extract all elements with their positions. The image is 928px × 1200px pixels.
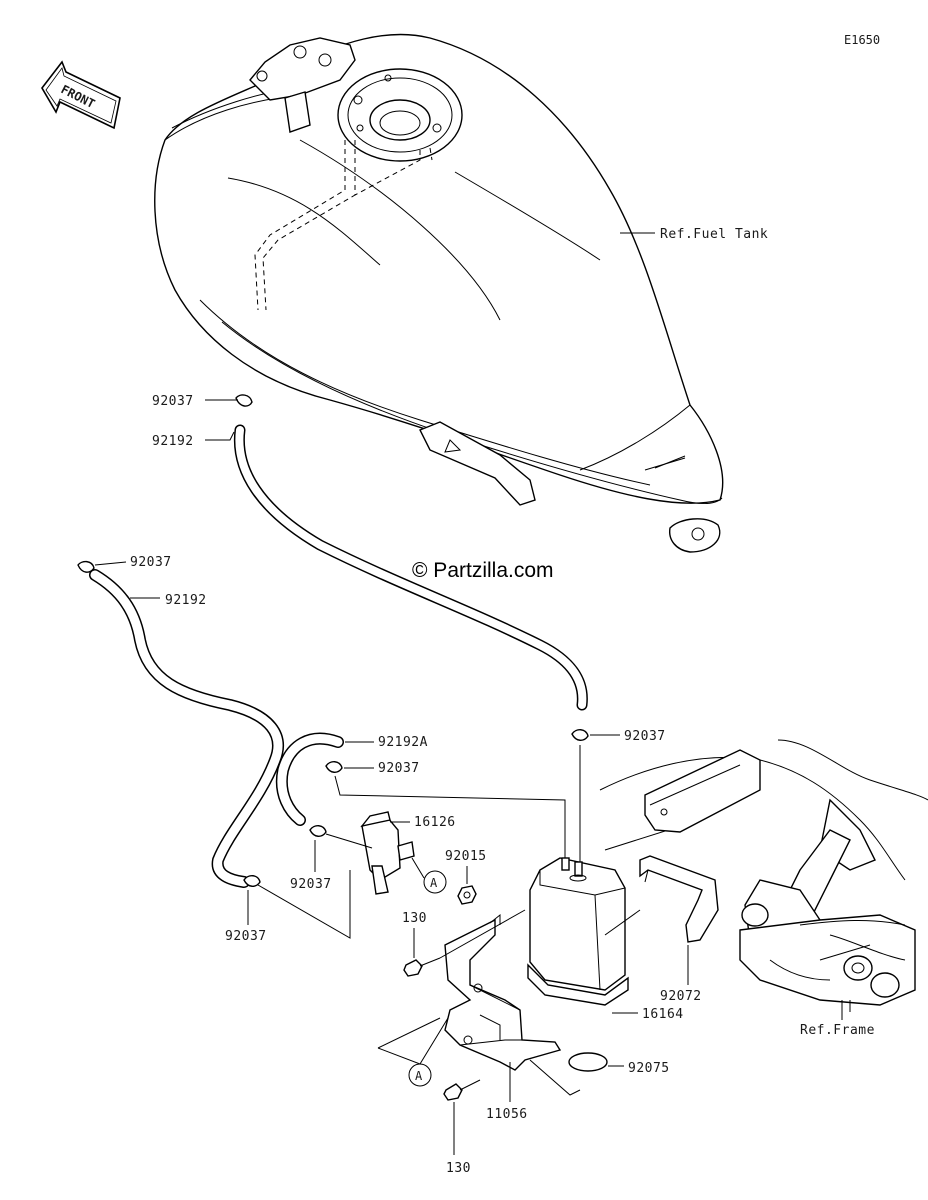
clamp-92037-left-top xyxy=(77,560,95,573)
part-label-92037-c: 92037 xyxy=(225,929,267,944)
part-label-92192-a: 92192 xyxy=(152,434,194,449)
part-label-92037-b: 92037 xyxy=(130,555,172,570)
clamp-92037-left-bottom xyxy=(243,875,261,887)
fuel-tank xyxy=(154,33,724,553)
callout-a-upper-label: A xyxy=(430,876,438,890)
band-92072 xyxy=(639,855,719,943)
part-label-92075: 92075 xyxy=(628,1061,670,1076)
bracket-11056 xyxy=(444,913,562,1071)
watermark: © Partzilla.com xyxy=(412,559,554,582)
clamp-92037-canister xyxy=(571,729,589,741)
callout-a-upper xyxy=(423,870,447,894)
clamp-92037-tank xyxy=(232,394,253,407)
ref-frame-label: Ref.Frame xyxy=(800,1023,875,1038)
part-label-92192-b: 92192 xyxy=(165,593,207,608)
frame xyxy=(599,739,928,1012)
part-label-92072: 92072 xyxy=(660,989,702,1004)
clamp-92037-mid xyxy=(325,761,343,773)
part-label-92037-d: 92037 xyxy=(378,761,420,776)
ref-fuel-tank-label: Ref.Fuel Tank xyxy=(660,227,768,242)
part-label-92037-a: 92037 xyxy=(152,394,194,409)
part-label-92037-f: 92037 xyxy=(624,729,666,744)
part-label-130-a: 130 xyxy=(402,911,427,926)
part-label-16126: 16126 xyxy=(414,815,456,830)
front-arrow-icon: FRONT xyxy=(41,60,121,130)
nut-92015 xyxy=(457,885,477,905)
hose-92192a xyxy=(275,732,344,826)
part-label-130-b: 130 xyxy=(446,1161,471,1176)
part-label-11056: 11056 xyxy=(486,1107,528,1122)
diagram-code: E1650 xyxy=(844,33,880,47)
cap-92075 xyxy=(568,1052,608,1072)
part-label-92015: 92015 xyxy=(445,849,487,864)
valve-16126 xyxy=(360,811,415,895)
part-label-92192a: 92192A xyxy=(378,735,428,750)
watermark-text: © Partzilla.com xyxy=(412,559,554,582)
clamp-92037-valve xyxy=(309,825,327,837)
bolt-130-upper xyxy=(403,957,441,977)
bolt-130-lower xyxy=(443,1079,481,1101)
part-label-16164: 16164 xyxy=(642,1007,684,1022)
part-label-92037-e: 92037 xyxy=(290,877,332,892)
canister-16164 xyxy=(527,857,629,1006)
hose-92192-lower xyxy=(89,569,284,888)
callout-a-lower-label: A xyxy=(415,1069,423,1083)
hose-92192-upper xyxy=(233,424,588,711)
